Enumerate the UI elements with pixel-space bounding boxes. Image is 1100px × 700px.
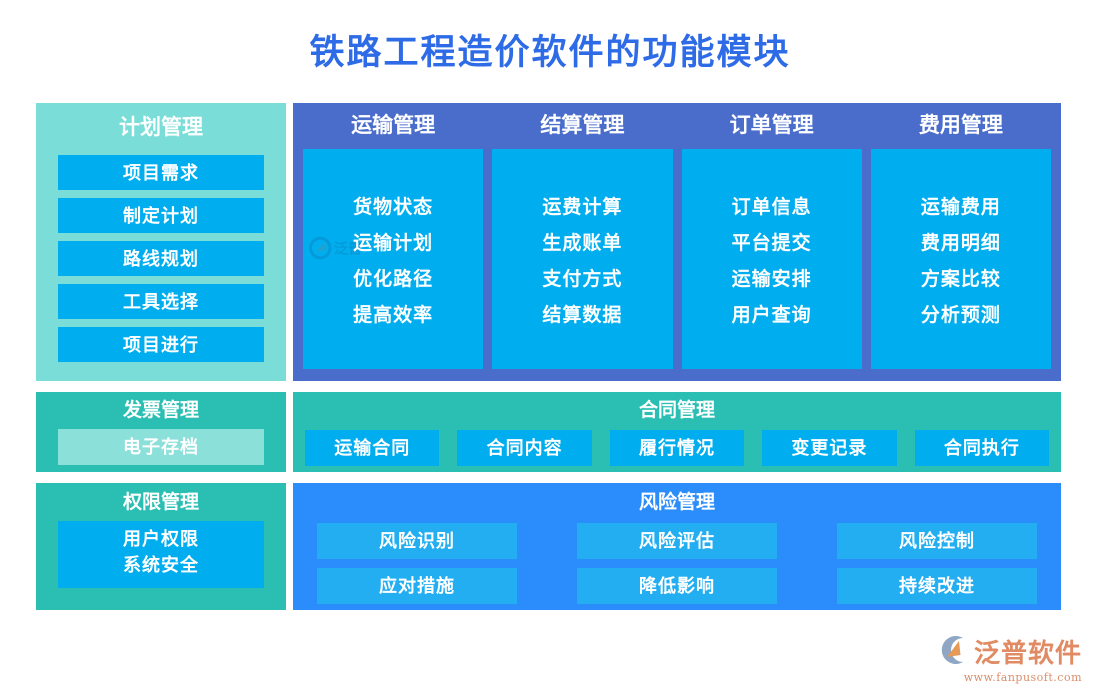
cost-management-items: 运输费用 费用明细 方案比较 分析预测 <box>870 149 1051 369</box>
settlement-management-title: 结算管理 <box>540 113 625 137</box>
plan-management-title: 计划管理 <box>119 115 203 139</box>
list-item[interactable]: 运输合同 <box>305 429 440 466</box>
cost-management-title: 费用管理 <box>918 113 1003 137</box>
plan-management-items: 项目需求 制定计划 路线规划 工具选择 项目进行 <box>36 155 286 363</box>
list-item[interactable]: 运输费用 <box>920 195 1001 218</box>
order-management-items: 订单信息 平台提交 运输安排 用户查询 <box>681 149 862 369</box>
list-item[interactable]: 支付方式 <box>542 267 623 290</box>
settlement-management-items: 运费计算 生成账单 支付方式 结算数据 <box>492 149 673 369</box>
risk-management-panel: 风险管理 风险识别 风险评估 风险控制 应对措施 降低影响 持续改进 <box>293 483 1061 610</box>
invoice-management-panel: 发票管理 电子存档 <box>36 392 286 472</box>
permission-management-items[interactable]: 用户权限 系统安全 <box>58 520 264 588</box>
list-item[interactable]: 项目需求 <box>58 155 264 191</box>
list-item[interactable]: 风险识别 <box>317 522 517 559</box>
list-item[interactable]: 履行情况 <box>609 429 745 466</box>
risk-management-items: 风险识别 风险评估 风险控制 应对措施 降低影响 持续改进 <box>317 522 1037 604</box>
list-item[interactable]: 应对措施 <box>317 567 517 604</box>
brand-logo-main: 泛普软件 <box>934 633 1082 670</box>
contract-management-items: 运输合同 合同内容 履行情况 变更记录 合同执行 <box>305 429 1050 466</box>
permission-management-panel: 权限管理 用户权限 系统安全 <box>36 483 286 610</box>
list-item[interactable]: 费用明细 <box>920 231 1001 254</box>
list-item[interactable]: 货物状态 <box>353 195 434 218</box>
transport-management-title: 运输管理 <box>351 113 436 137</box>
permission-management-title: 权限管理 <box>122 491 199 513</box>
transport-management-items: 泛普 货物状态 运输计划 优化路径 提高效率 <box>303 149 484 369</box>
list-item[interactable]: 路线规划 <box>58 241 264 277</box>
list-item[interactable]: 合同内容 <box>457 429 592 466</box>
list-item[interactable]: 持续改进 <box>837 567 1037 604</box>
settlement-management-column: 结算管理 运费计算 生成账单 支付方式 结算数据 <box>492 113 673 369</box>
transport-management-column: 运输管理 泛普 货物状态 运输计划 优化路径 提高效率 <box>303 113 484 369</box>
list-item: 用户权限 <box>123 528 199 550</box>
contract-management-title: 合同管理 <box>638 399 715 421</box>
list-item[interactable]: 运费计算 <box>542 195 623 218</box>
list-item[interactable]: 订单信息 <box>731 195 812 218</box>
list-item[interactable]: 工具选择 <box>58 284 264 320</box>
brand-logo: 泛普软件 www.fanpusoft.com <box>934 633 1082 684</box>
invoice-management-title: 发票管理 <box>122 399 199 421</box>
list-item[interactable]: 结算数据 <box>542 303 623 326</box>
list-item[interactable]: 合同执行 <box>914 429 1050 466</box>
list-item[interactable]: 生成账单 <box>542 231 623 254</box>
list-item[interactable]: 变更记录 <box>762 429 897 466</box>
list-item[interactable]: 分析预测 <box>920 303 1001 326</box>
list-item[interactable]: 降低影响 <box>577 567 777 604</box>
brand-name: 泛普软件 <box>973 639 1082 669</box>
brand-url: www.fanpusoft.com <box>963 671 1082 684</box>
list-item[interactable]: 优化路径 <box>353 267 434 290</box>
list-item[interactable]: 运输计划 <box>353 231 434 254</box>
list-item[interactable]: 风险控制 <box>837 522 1037 559</box>
list-item[interactable]: 制定计划 <box>58 198 264 234</box>
list-item[interactable]: 运输安排 <box>731 267 812 290</box>
list-item[interactable]: 项目进行 <box>58 327 264 363</box>
page-title: 铁路工程造价软件的功能模块 <box>309 33 791 73</box>
fanpu-logo-icon <box>934 634 968 670</box>
contract-management-panel: 合同管理 运输合同 合同内容 履行情况 变更记录 合同执行 <box>293 392 1061 472</box>
list-item[interactable]: 方案比较 <box>920 267 1001 290</box>
list-item[interactable]: 电子存档 <box>58 428 264 465</box>
list-item[interactable]: 风险评估 <box>577 522 777 559</box>
cost-management-column: 费用管理 运输费用 费用明细 方案比较 分析预测 <box>870 113 1051 369</box>
list-item: 系统安全 <box>123 554 199 576</box>
risk-management-title: 风险管理 <box>638 491 715 513</box>
list-item[interactable]: 用户查询 <box>731 303 812 326</box>
plan-management-panel: 计划管理 项目需求 制定计划 路线规划 工具选择 项目进行 <box>36 103 286 381</box>
order-management-title: 订单管理 <box>729 113 814 137</box>
order-management-column: 订单管理 订单信息 平台提交 运输安排 用户查询 <box>681 113 862 369</box>
list-item[interactable]: 提高效率 <box>353 303 434 326</box>
list-item[interactable]: 平台提交 <box>731 231 812 254</box>
operations-panel: 运输管理 泛普 货物状态 运输计划 优化路径 提高效率 结算管理 运费计算 <box>293 103 1061 381</box>
